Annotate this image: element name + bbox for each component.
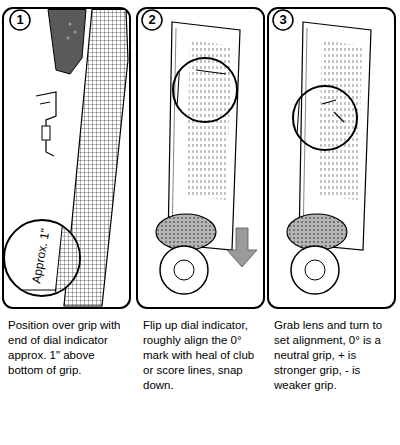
panel-two (137, 8, 264, 308)
panel-two-part (160, 246, 208, 294)
panel-one-part (74, 31, 77, 34)
panel-one-part (10, 210, 110, 305)
step-caption: Flip up dial indicator, roughly align th… (143, 318, 261, 393)
panel-one-part-part (10, 290, 56, 291)
panel-one-part (69, 23, 72, 26)
panel-one-part (10, 10, 30, 30)
panel-three-part (296, 90, 344, 150)
panel-one-part (67, 37, 70, 40)
panel-three-part (293, 86, 357, 150)
panel-one-part-part (54, 210, 110, 305)
panel-two-part (172, 28, 176, 240)
panel-three-part-part (322, 100, 336, 104)
callout-number: 3 (273, 12, 293, 28)
panel-three-part (318, 40, 362, 200)
panel-three-part (303, 28, 307, 240)
panel-two-part-part (196, 70, 226, 74)
panel-three-part-part (334, 112, 344, 122)
callout-number: 2 (142, 12, 162, 28)
panel-two-part (142, 10, 162, 30)
panel-one-part (3, 8, 130, 308)
callout-number: 1 (10, 12, 30, 28)
panel-three-part (291, 246, 339, 294)
panel-two-part-part (176, 60, 180, 125)
panel-three-part-part (296, 90, 300, 150)
panel-three-part (305, 260, 325, 280)
panel-two-part (137, 8, 264, 308)
step-caption: Grab lens and turn to set alignment, 0° … (274, 318, 392, 393)
panel-three-part (273, 10, 293, 30)
panel-two-part (227, 228, 257, 267)
panel-three-part (268, 8, 395, 308)
panel-one-part (36, 92, 56, 156)
panel-two-part (174, 260, 194, 280)
panel-three-part (287, 214, 347, 250)
panel-three (268, 8, 395, 308)
panel-two-part (156, 214, 216, 250)
panel-one-part (42, 126, 50, 140)
panel-two-part (176, 60, 226, 125)
panel-two-part (173, 58, 237, 122)
panel-one-part (48, 10, 86, 75)
step-caption: Position over grip with end of dial indi… (8, 318, 126, 378)
panel-one-part (40, 102, 50, 104)
panel-one (3, 8, 130, 308)
